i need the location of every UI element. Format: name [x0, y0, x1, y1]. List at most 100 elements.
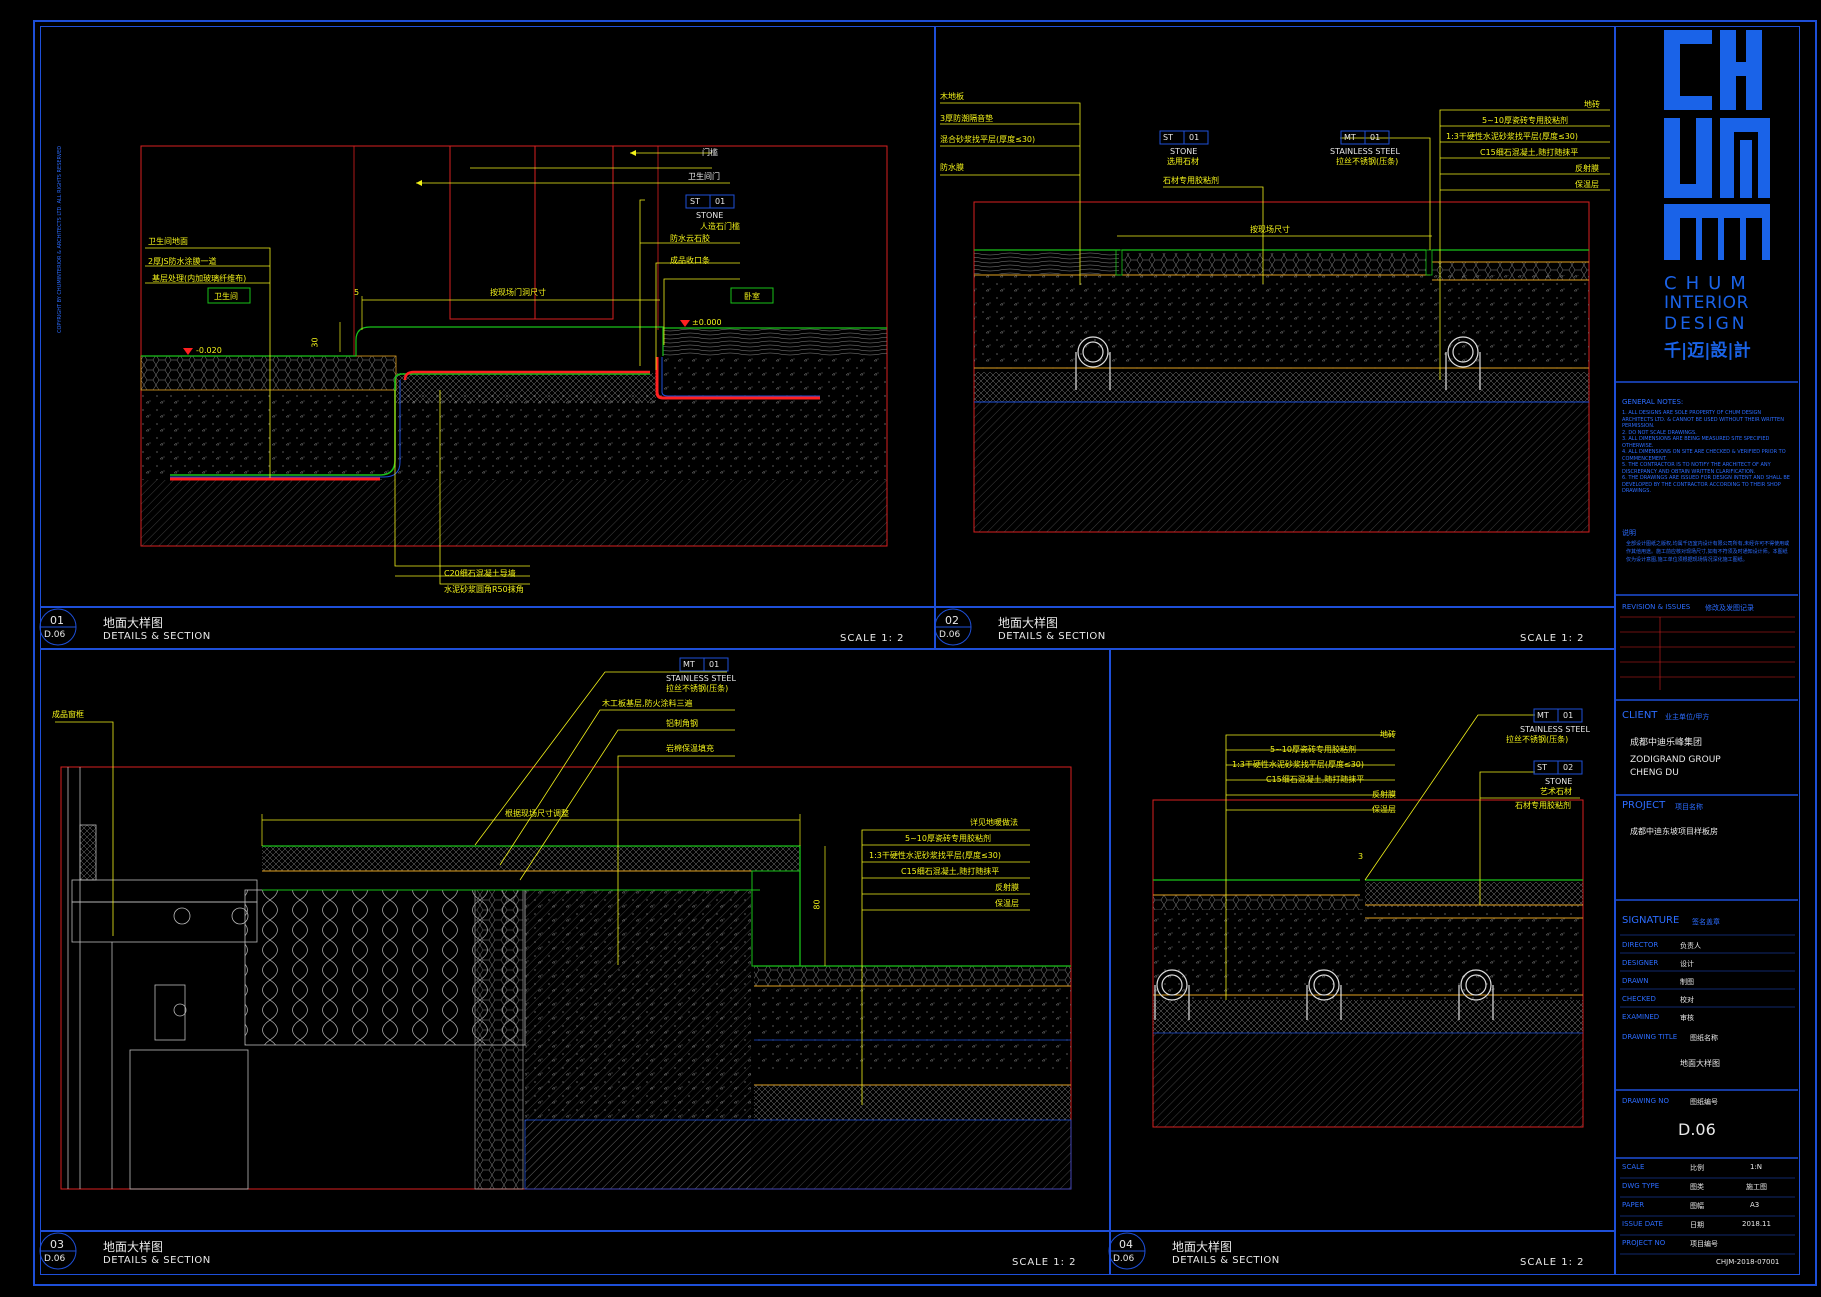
tb-row-examined: EXAMINED: [1622, 1013, 1660, 1021]
p1-tag-num: 01: [715, 197, 726, 206]
note-item: 4. ALL DIMENSIONS ON SITE ARE CHECKED & …: [1622, 449, 1786, 462]
p4-r3: C15细石混凝土,随打随抹平: [1266, 775, 1365, 784]
divider-horizontal-mid: [40, 648, 1616, 650]
p4-r5: 保温层: [1372, 805, 1396, 814]
tb-info-dwgtype-cn: 图类: [1690, 1183, 1704, 1191]
titleblock-lines: [1614, 381, 1798, 1159]
tb-info-scale-cn: 比例: [1690, 1164, 1704, 1172]
brand-line2: INTERIOR: [1664, 293, 1749, 313]
panel-1-title-en: DETAILS & SECTION: [103, 631, 211, 642]
outer-border: [33, 20, 1817, 1286]
tb-row-designer: DESIGNER: [1622, 959, 1659, 967]
panel-3-drawing: [55, 657, 1072, 1190]
p2-r4: 反射膜: [1575, 164, 1599, 173]
tb-drawing-no-label: DRAWING NO: [1622, 1097, 1669, 1105]
p1-layer2: 2厚JS防水涂膜一道: [148, 257, 217, 266]
p3-r1: 5~10厚瓷砖专用胶粘剂: [905, 834, 991, 843]
panel-2-number: 02: [945, 614, 959, 627]
p1-level-left: -0.020: [196, 346, 222, 355]
p1-dim-5: 5: [354, 288, 360, 297]
tb-info-paper: PAPER: [1622, 1201, 1645, 1209]
note-item: 3. ALL DIMENSIONS ARE BEING MEASURED SIT…: [1622, 436, 1770, 449]
p2-wood: 木地板: [940, 92, 964, 101]
p3-dim-80: 80: [812, 899, 822, 910]
tb-info-dwgtype-val: 施工图: [1746, 1183, 1767, 1191]
p4-tag1-num: 01: [1563, 711, 1574, 720]
p2-stone-sub: 选用石材: [1167, 157, 1199, 166]
notes-cn-heading: 说明: [1622, 529, 1636, 537]
p4-r2: 1:3干硬性水泥砂浆找平层(厚度≤30): [1232, 760, 1364, 769]
notes-list: 1. ALL DESIGNS ARE SOLE PROPERTY OF CHUM…: [1622, 410, 1792, 495]
drawing-area-border: [40, 26, 1616, 1275]
panel-4-scale: SCALE 1: 2: [1520, 1257, 1585, 1268]
tb-drawing-title-cn: 图纸名称: [1690, 1034, 1718, 1042]
tb-revision-cn: 修改及发图记录: [1705, 604, 1754, 612]
p3-r5: 保温层: [995, 899, 1019, 908]
tb-row-director: DIRECTOR: [1622, 941, 1659, 949]
p1-fill-mortar: 成品收口条: [670, 256, 710, 265]
tb-info-dwgtype: DWG TYPE: [1622, 1182, 1660, 1190]
panel-2-sheet: D.06: [939, 630, 961, 640]
tb-row-drawn-cn: 制图: [1680, 978, 1694, 986]
p2-r-title: 地砖: [1584, 100, 1600, 109]
p2-tag1-num: 01: [1189, 133, 1200, 142]
p3-tag-code: MT: [683, 660, 695, 669]
panel-1-title-cn: 地面大样图: [103, 616, 164, 630]
panel-1-sheet: D.06: [44, 630, 66, 640]
tb-info-issuedate: ISSUE DATE: [1622, 1220, 1663, 1228]
p1-level-right: ±0.000: [692, 318, 722, 327]
panel-3-title-cn: 地面大样图: [103, 1240, 164, 1254]
p2-pad: 3厚防潮隔音垫: [940, 114, 994, 123]
brand-cn: 千|迈|設|計: [1664, 341, 1751, 361]
tb-row-checked: CHECKED: [1622, 995, 1656, 1003]
p2-tag2-num: 01: [1370, 133, 1381, 142]
panel-4-number: 04: [1119, 1238, 1133, 1251]
p2-tag2-code: MT: [1344, 133, 1356, 142]
p2-r2: 1:3干硬性水泥砂浆找平层(厚度≤30): [1446, 132, 1578, 141]
p3-l2: 铝制角钢: [666, 719, 698, 728]
brand-line1: CHUM: [1664, 273, 1755, 294]
p4-stone: STONE: [1545, 777, 1573, 786]
p1-stone-sub: 人造石门槛: [700, 222, 740, 231]
p1-stone: STONE: [696, 211, 724, 220]
tb-info-projectno-val: CHJM-2018-07001: [1716, 1258, 1780, 1266]
panel-2-scale: SCALE 1: 2: [1520, 633, 1585, 644]
tb-info-paper-cn: 图幅: [1690, 1202, 1704, 1210]
p3-r2: 1:3干硬性水泥砂浆找平层(厚度≤30): [869, 851, 1001, 860]
panel-2-drawing: [940, 102, 1610, 533]
titlestrip-4: [1109, 1230, 1616, 1232]
p4-r4: 反射膜: [1372, 790, 1396, 799]
p1-waterproof-glue: 防水云石胶: [670, 234, 710, 243]
panel-4-sheet: D.06: [1113, 1254, 1135, 1264]
panel-3-sheet: D.06: [44, 1254, 66, 1264]
tb-client-1: 成都中迪乐峰集团: [1630, 738, 1703, 748]
tb-info-issuedate-val: 2018.11: [1742, 1220, 1771, 1228]
panel-3-title-en: DETAILS & SECTION: [103, 1255, 211, 1266]
tb-client-cn: 业主单位/甲方: [1665, 713, 1710, 721]
notes-cn-text: 全部设计图纸之版权,均属千迈室内设计有限公司所有,未经许可不得使用或作其他用途。…: [1626, 541, 1790, 563]
p1-layer1: 卫生间地面: [148, 237, 188, 246]
tb-revision-label: REVISION & ISSUES: [1622, 603, 1691, 611]
note-item: 2. DO NOT SCALE DRAWINGS.: [1622, 429, 1697, 436]
tb-info-issuedate-cn: 日期: [1690, 1221, 1704, 1229]
p2-waterproof: 防水膜: [940, 163, 964, 172]
panel-1-scale: SCALE 1: 2: [840, 633, 905, 644]
panel-4-title-en: DETAILS & SECTION: [1172, 1255, 1280, 1266]
p3-left-label: 成品窗框: [52, 710, 84, 719]
p3-r4: 反射膜: [995, 883, 1019, 892]
p4-title: 地砖: [1380, 730, 1396, 739]
p1-dim-30: 30: [310, 337, 320, 348]
tb-project-label: PROJECT: [1622, 800, 1666, 811]
note-item: 1. ALL DESIGNS ARE SOLE PROPERTY OF CHUM…: [1622, 410, 1784, 429]
p3-steel-sub: 拉丝不锈钢(压条): [666, 684, 729, 693]
p3-tag-num: 01: [709, 660, 720, 669]
notes-heading: GENERAL NOTES:: [1622, 398, 1684, 406]
panel-2-title-en: DETAILS & SECTION: [998, 631, 1106, 642]
p4-tag1-code: MT: [1537, 711, 1549, 720]
p3-l1: 木工板基层,防火涂料三遍: [602, 699, 693, 708]
p2-dim: 按现场尺寸: [1250, 225, 1290, 234]
divider-vertical-bottom: [1109, 648, 1111, 1275]
p2-stone-glue: 石材专用胶粘剂: [1163, 176, 1219, 185]
tb-client-label: CLIENT: [1622, 710, 1658, 721]
tb-info-projectno: PROJECT NO: [1622, 1239, 1666, 1247]
